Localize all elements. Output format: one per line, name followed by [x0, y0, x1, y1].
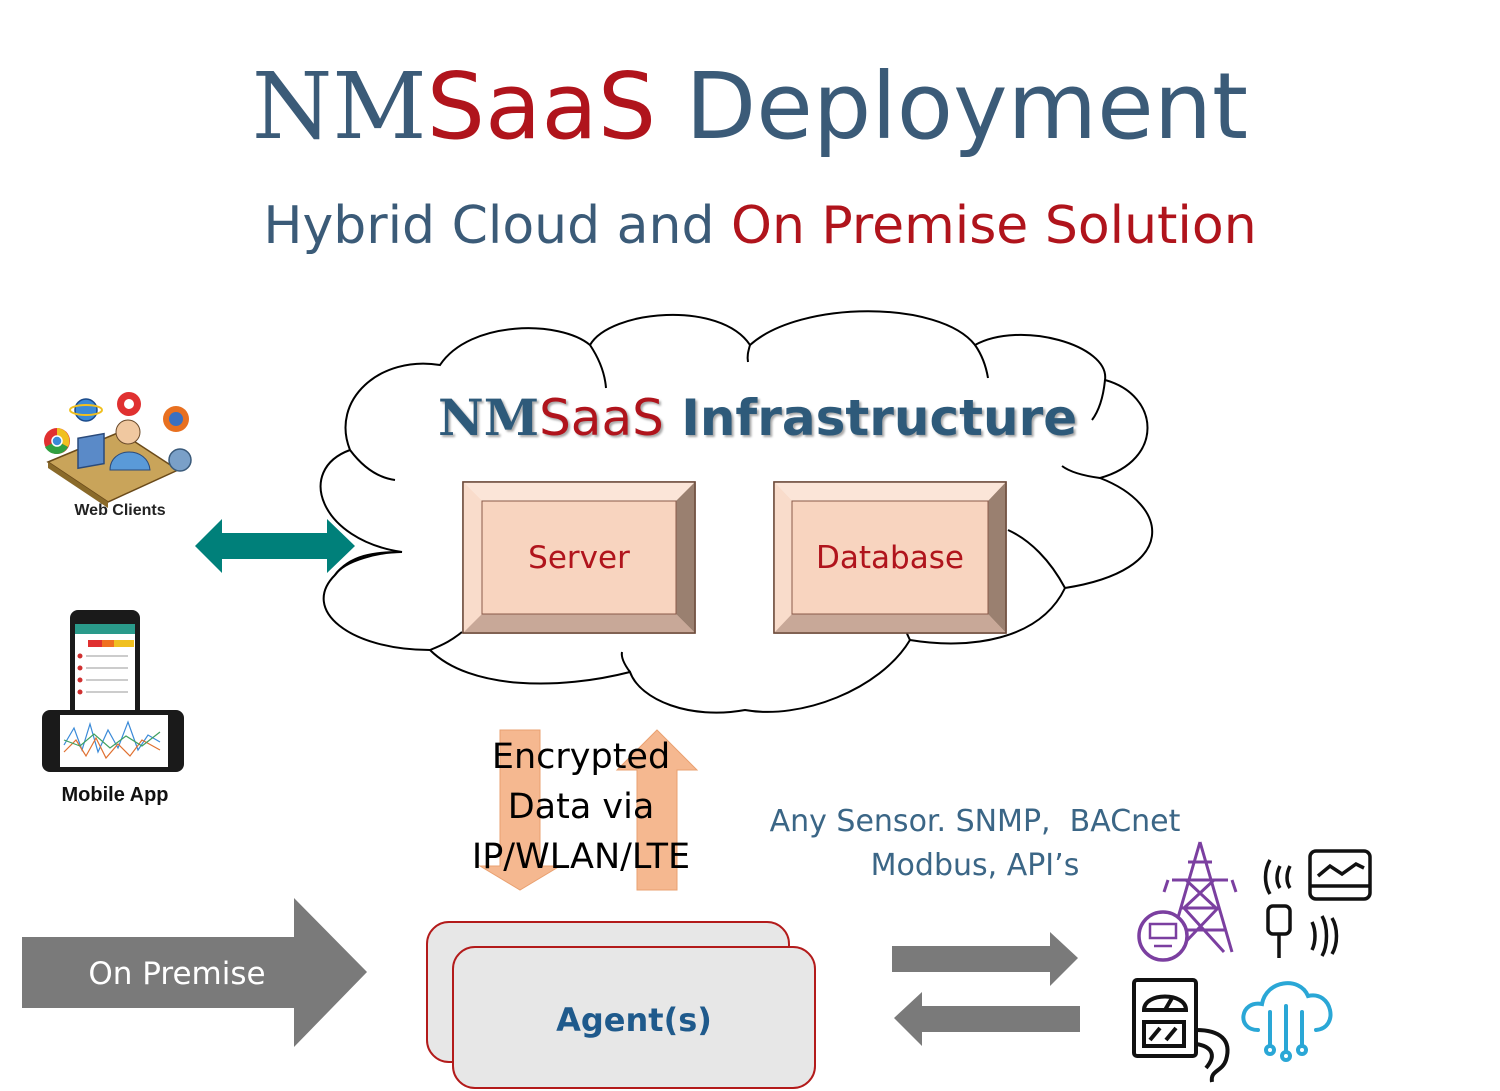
database-box	[773, 481, 1007, 634]
mobile-app-label: Mobile App	[61, 784, 169, 806]
title-nm: NM	[251, 53, 427, 160]
title-saas: SaaS	[426, 53, 657, 160]
page-subtitle: Hybrid Cloud and On Premise Solution	[0, 194, 1500, 258]
database-label: Database	[816, 540, 964, 576]
sensor-signal-icon	[1263, 859, 1339, 958]
infra-title-saas: SaaS	[539, 389, 664, 447]
on-premise-label: On Premise	[88, 956, 266, 992]
server-box	[462, 481, 696, 634]
subtitle-part2: On Premise Solution	[731, 196, 1257, 256]
web-user-icon	[46, 419, 180, 508]
cloud-iot-icon	[1241, 981, 1333, 1062]
sensor-protocols-text: Any Sensor. SNMP, BACnet Modbus, API’s	[760, 800, 1190, 888]
to-sensors-arrow	[892, 932, 1078, 986]
server-label: Server	[528, 540, 630, 576]
encrypted-down-arrow	[478, 729, 562, 891]
infra-title-nm: NM	[438, 388, 540, 447]
on-premise-arrow	[22, 898, 367, 1047]
subtitle-part1: Hybrid Cloud and	[263, 196, 732, 256]
transmission-tower-icon	[1162, 841, 1238, 954]
monitor-icon	[1308, 849, 1372, 901]
title-rest: Deployment	[656, 53, 1249, 160]
phone-icon	[70, 610, 140, 722]
from-sensors-arrow	[894, 992, 1080, 1046]
agent-box-front	[452, 946, 816, 1089]
encrypted-line-1: Encrypted	[491, 737, 671, 777]
sensor-line-2: Modbus, API’s	[870, 848, 1080, 883]
page-title: NMSaaS Deployment	[0, 52, 1500, 162]
encrypted-data-text: Encrypted Data via IP/WLAN/LTE	[455, 732, 707, 882]
web-client-double-arrow	[195, 519, 355, 573]
encrypted-up-arrow	[615, 729, 699, 891]
electric-panel-icon	[1132, 978, 1230, 1083]
tablet-icon	[42, 710, 184, 772]
web-clients-label: Web Clients	[74, 502, 166, 519]
infrastructure-title: NMSaaS Infrastructure	[438, 388, 1077, 448]
smart-meter-icon	[1137, 910, 1189, 962]
agent-label: Agent(s)	[556, 1001, 712, 1039]
sensor-line-1: Any Sensor. SNMP, BACnet	[769, 804, 1181, 839]
encrypted-line-2: Data via	[507, 787, 655, 827]
browser-icons	[44, 392, 192, 472]
cloud-shape	[319, 310, 1154, 714]
encrypted-line-3: IP/WLAN/LTE	[471, 837, 691, 877]
infra-title-rest: Infrastructure	[663, 389, 1078, 447]
